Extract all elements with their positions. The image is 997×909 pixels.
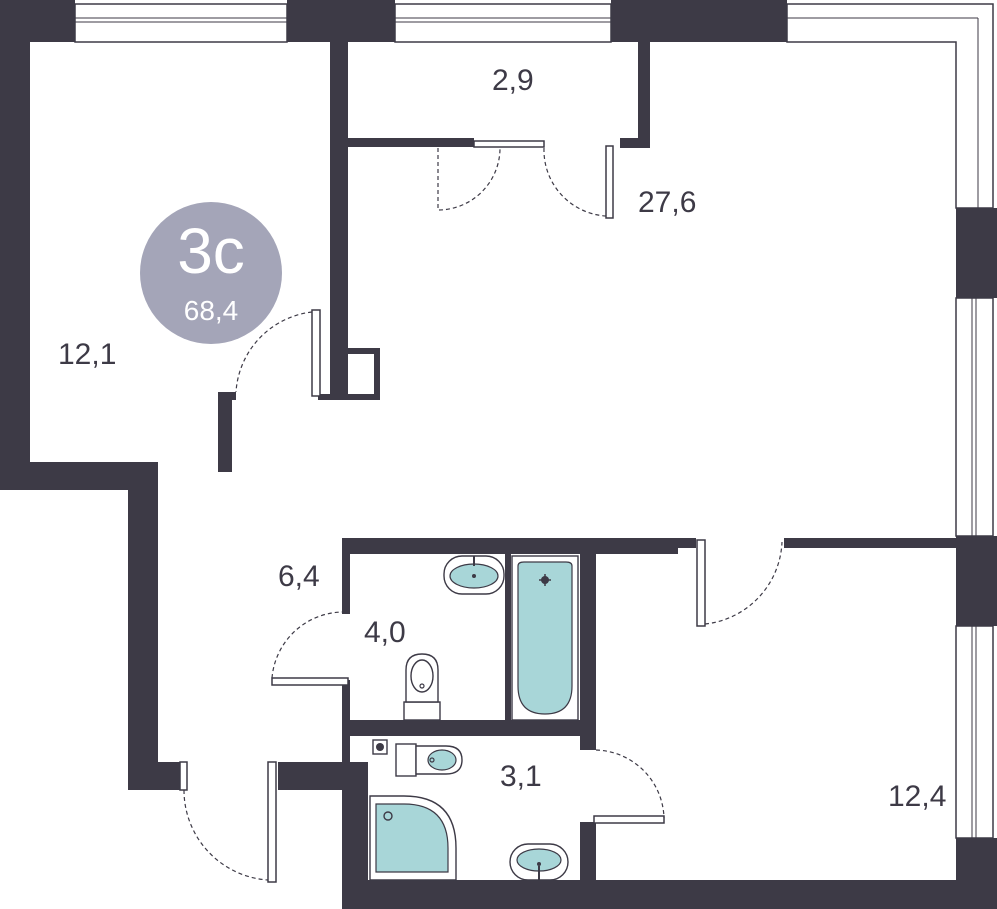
shower-icon xyxy=(369,795,457,881)
apartment-type: 3с xyxy=(177,215,245,287)
toilet-icon xyxy=(403,653,441,721)
windows xyxy=(74,3,994,839)
room-area-bedroom-right: 12,4 xyxy=(888,780,946,813)
room-area-bathroom: 4,0 xyxy=(364,616,406,649)
total-area: 68,4 xyxy=(184,295,239,326)
bathtub-icon xyxy=(511,555,579,721)
room-area-toilet-shower: 3,1 xyxy=(500,760,542,793)
room-area-living-kitchen: 27,6 xyxy=(638,186,696,219)
apartment-badge: 3с 68,4 xyxy=(140,202,282,344)
fixtures xyxy=(369,555,579,881)
riser-icon xyxy=(372,739,388,755)
room-labels: 12,1 2,9 27,6 6,4 4,0 3,1 12,4 xyxy=(58,64,946,813)
room-area-storage: 2,9 xyxy=(492,64,534,97)
doors xyxy=(179,140,783,883)
sink-icon xyxy=(443,555,505,595)
badge-circle xyxy=(140,202,282,344)
sink-icon xyxy=(509,843,569,881)
room-area-hallway: 6,4 xyxy=(278,560,320,593)
room-area-bedroom-left: 12,1 xyxy=(58,338,116,371)
toilet-icon xyxy=(395,743,463,777)
